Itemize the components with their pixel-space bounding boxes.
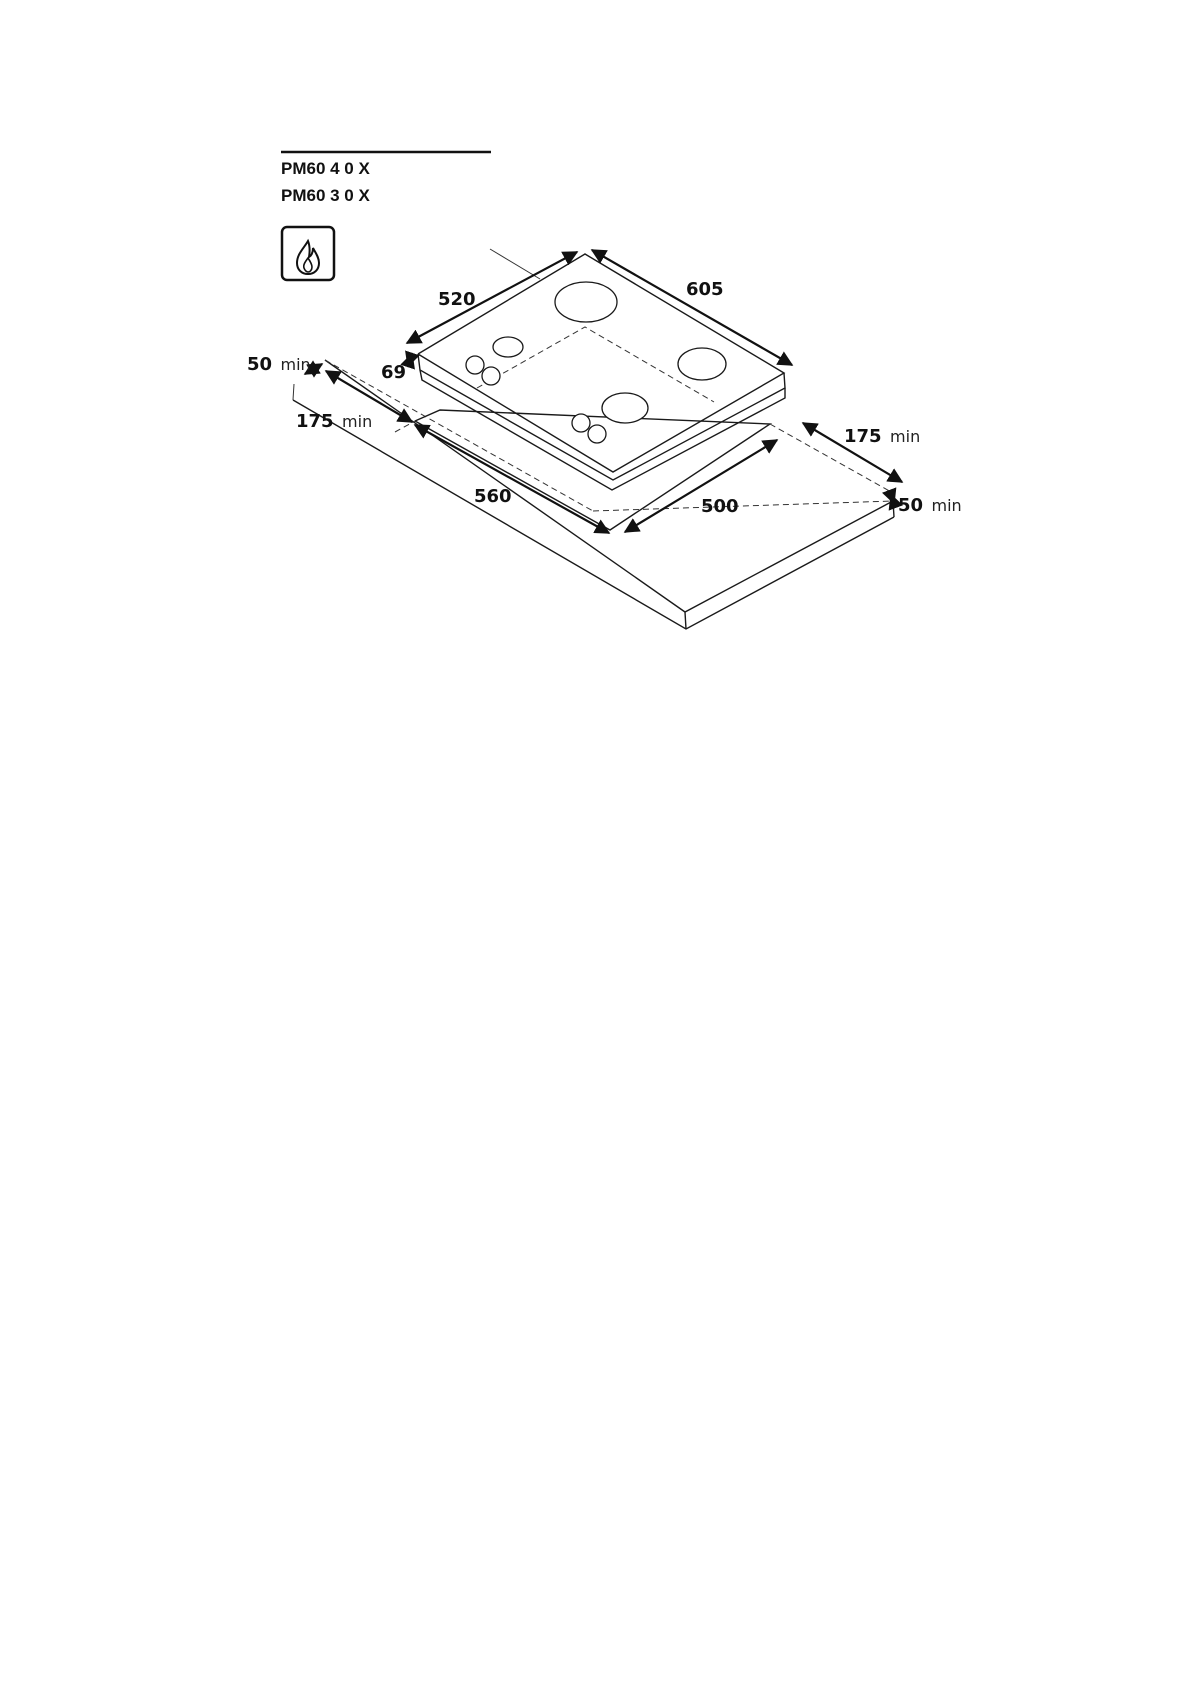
knob-2	[482, 367, 500, 385]
knob-4	[588, 425, 606, 443]
countertop	[293, 360, 894, 629]
burner-front	[602, 393, 648, 423]
burner-large-back	[555, 282, 617, 322]
dim-69-line	[408, 354, 412, 366]
dim-500-line	[625, 440, 777, 532]
knob-3	[572, 414, 590, 432]
dim-label-69: 69	[381, 362, 406, 383]
burner-right	[678, 348, 726, 380]
dim-605-line	[592, 250, 792, 365]
dim-label-50-right: 50 min	[898, 495, 962, 516]
dim-label-175-right: 175 min	[844, 426, 920, 447]
gas-flame-icon	[282, 227, 334, 280]
model-number-1: PM60 4 0 X	[281, 159, 370, 178]
cutout-opening	[395, 410, 893, 530]
dim-label-605: 605	[686, 279, 724, 300]
dim-560-line	[415, 425, 609, 533]
dim-label-50-left: 50 min	[247, 354, 311, 375]
burner-small-left	[493, 337, 523, 357]
dim-label-500: 500	[701, 496, 739, 517]
knob-1	[466, 356, 484, 374]
dim-label-560: 560	[474, 486, 512, 507]
dim-label-175-left: 175 min	[296, 411, 372, 432]
dim-label-520: 520	[438, 289, 476, 310]
dim-520-line	[407, 252, 577, 343]
model-number-2: PM60 3 0 X	[281, 186, 370, 205]
